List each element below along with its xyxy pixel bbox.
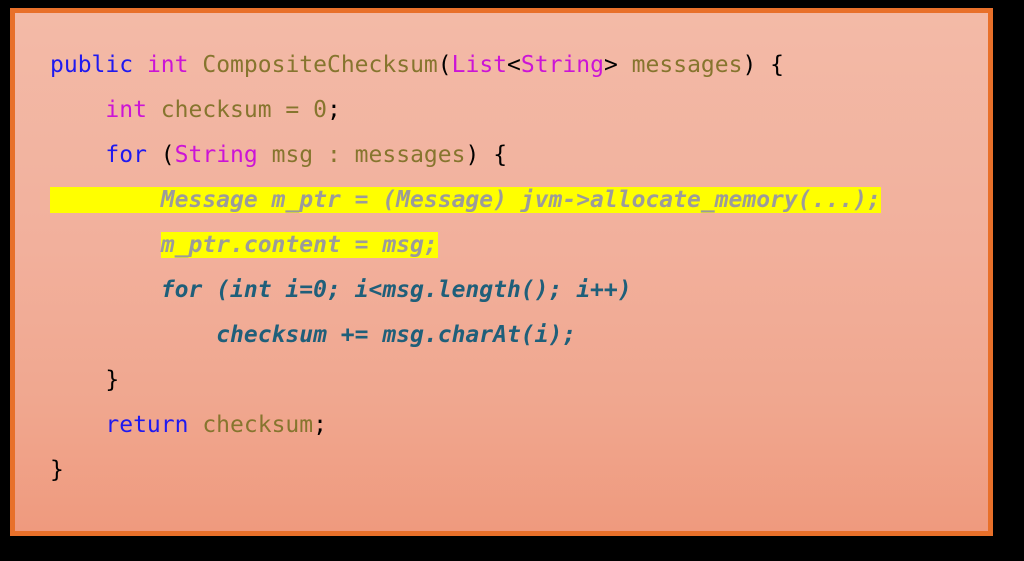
code-line-text: checksum += msg.charAt(i); [216, 322, 577, 348]
code-token-ident: CompositeChecksum [202, 52, 438, 78]
code-token-plain [133, 52, 147, 78]
code-line: public int CompositeChecksum(List<String… [15, 43, 988, 88]
code-indent [50, 232, 161, 258]
code-token-kw: public [50, 52, 134, 78]
code-line: m_ptr.content = msg; [15, 223, 988, 268]
code-indent [50, 367, 105, 393]
code-line: } [15, 448, 988, 493]
code-line-text: for (int i=0; i<msg.length(); i++) [160, 277, 632, 303]
code-line: for (String msg : messages) { [15, 133, 988, 178]
code-token-punc: { [493, 142, 508, 168]
code-token-plain [479, 142, 493, 168]
code-token-ident: msg : messages [257, 142, 466, 168]
highlighted-code-line: m_ptr.content = msg; [160, 232, 438, 258]
code-indent [50, 142, 105, 168]
code-token-punc: } [50, 457, 64, 483]
code-token-punc: > [603, 52, 618, 78]
code-token-plain [756, 52, 770, 78]
code-token-kw: for [105, 142, 147, 168]
code-token-type: int [105, 97, 147, 123]
code-line: for (int i=0; i<msg.length(); i++) [15, 268, 988, 313]
code-token-plain [189, 52, 203, 78]
code-token-kw: return [105, 412, 189, 438]
code-token-punc: ; [313, 412, 327, 438]
highlighted-code-line: Message m_ptr = (Message) jvm->allocate_… [50, 187, 881, 213]
code-block: public int CompositeChecksum(List<String… [15, 13, 988, 531]
code-token-ident: checksum [188, 412, 314, 438]
code-line: int checksum = 0; [15, 88, 988, 133]
code-token-punc: ( [437, 52, 452, 78]
code-token-punc: { [770, 52, 785, 78]
code-indent [50, 412, 105, 438]
code-token-punc: ( [160, 142, 175, 168]
code-token-type: String [520, 52, 604, 78]
code-indent [50, 322, 216, 348]
code-token-plain [147, 142, 161, 168]
code-card: public int CompositeChecksum(List<String… [10, 8, 993, 536]
code-token-punc: < [507, 52, 521, 78]
code-token-type: List [451, 52, 508, 78]
code-token-ident: messages [617, 52, 743, 78]
code-line: checksum += msg.charAt(i); [15, 313, 988, 358]
code-line: } [15, 358, 988, 403]
code-token-punc: ) [465, 142, 480, 168]
code-token-punc: } [105, 367, 120, 393]
code-line: Message m_ptr = (Message) jvm->allocate_… [15, 178, 988, 223]
code-token-type: int [146, 52, 189, 78]
code-indent [50, 97, 105, 123]
code-token-punc: ) [742, 52, 757, 78]
code-indent [50, 277, 161, 303]
code-token-ident: checksum = 0 [146, 97, 327, 123]
code-line: return checksum; [15, 403, 988, 448]
code-token-punc: ; [326, 97, 341, 123]
code-token-type: String [174, 142, 258, 168]
